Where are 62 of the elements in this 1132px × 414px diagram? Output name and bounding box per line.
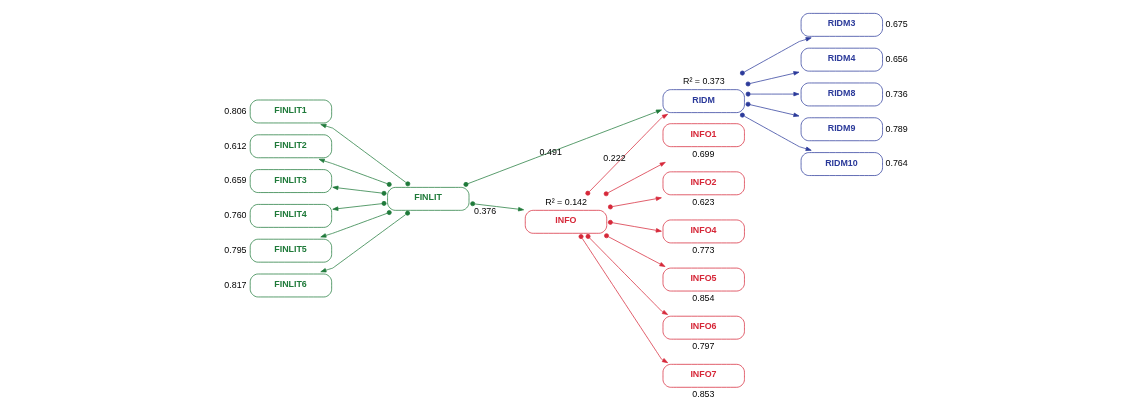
node-label: R² = 0.373 xyxy=(682,76,725,87)
arrow xyxy=(739,112,812,151)
node-box: INFO7 xyxy=(662,363,745,388)
node-box: FINLIT2 xyxy=(249,134,333,159)
arrow xyxy=(470,201,525,212)
node-label: 0.795 xyxy=(224,244,247,255)
node-label: 0.736 xyxy=(885,88,908,99)
node-box: INFO1 xyxy=(662,123,745,148)
arrow xyxy=(603,161,666,197)
node-label: 0.612 xyxy=(224,140,247,151)
node-box: FINLIT3 xyxy=(249,169,333,193)
node-label: 0.817 xyxy=(224,279,247,290)
arrow xyxy=(578,234,668,363)
arrow xyxy=(318,158,392,187)
node-box: FINLIT xyxy=(387,187,470,211)
arrow xyxy=(604,233,666,267)
node-label: 0.656 xyxy=(885,53,908,64)
arrow xyxy=(585,234,668,315)
node-label: 0.760 xyxy=(224,210,247,221)
node-box: FINLIT6 xyxy=(249,273,333,298)
arrow xyxy=(463,109,662,187)
edge-label: 0.222 xyxy=(603,153,626,164)
node-box: RIDM4 xyxy=(800,47,883,72)
node-label: 0.854 xyxy=(692,293,715,304)
node-box: RIDM9 xyxy=(800,117,883,142)
node-box: RIDM3 xyxy=(800,13,883,37)
node-box: RIDM10 xyxy=(800,152,883,176)
node-label: 0.789 xyxy=(885,123,908,134)
arrow xyxy=(320,210,392,238)
node-box: INFO xyxy=(524,209,608,234)
arrow xyxy=(320,210,411,273)
edge-label: 0.376 xyxy=(474,205,497,216)
node-box: FINLIT1 xyxy=(249,99,333,124)
node-box: FINLIT5 xyxy=(249,238,333,263)
node-label: 0.853 xyxy=(692,389,715,400)
node-label: 0.764 xyxy=(885,158,908,169)
node-label: 0.675 xyxy=(885,19,908,30)
node-box: RIDM xyxy=(662,89,745,113)
arrow xyxy=(607,196,662,210)
arrow xyxy=(745,101,800,117)
node-label: 0.659 xyxy=(224,175,247,186)
edge-label: 0.491 xyxy=(539,146,562,157)
node-box: FINLIT4 xyxy=(249,204,333,228)
arrow xyxy=(585,113,668,196)
node-box: INFO5 xyxy=(662,267,745,292)
node-label: 0.623 xyxy=(692,196,715,207)
node-label: R² = 0.142 xyxy=(545,196,587,207)
arrow xyxy=(332,201,387,211)
arrow xyxy=(607,219,662,233)
node-label: 0.699 xyxy=(692,148,715,159)
node-label: 0.797 xyxy=(692,341,715,352)
arrow xyxy=(745,71,800,87)
node-box: INFO6 xyxy=(662,315,745,340)
arrow xyxy=(320,123,411,187)
node-label: 0.773 xyxy=(692,244,715,255)
arrow xyxy=(332,185,387,196)
node-box: INFO4 xyxy=(662,219,745,244)
node-box: RIDM8 xyxy=(800,82,883,107)
node-box: INFO2 xyxy=(662,171,745,196)
arrow xyxy=(739,37,812,76)
arrow xyxy=(745,91,800,97)
node-label: 0.806 xyxy=(224,105,247,116)
